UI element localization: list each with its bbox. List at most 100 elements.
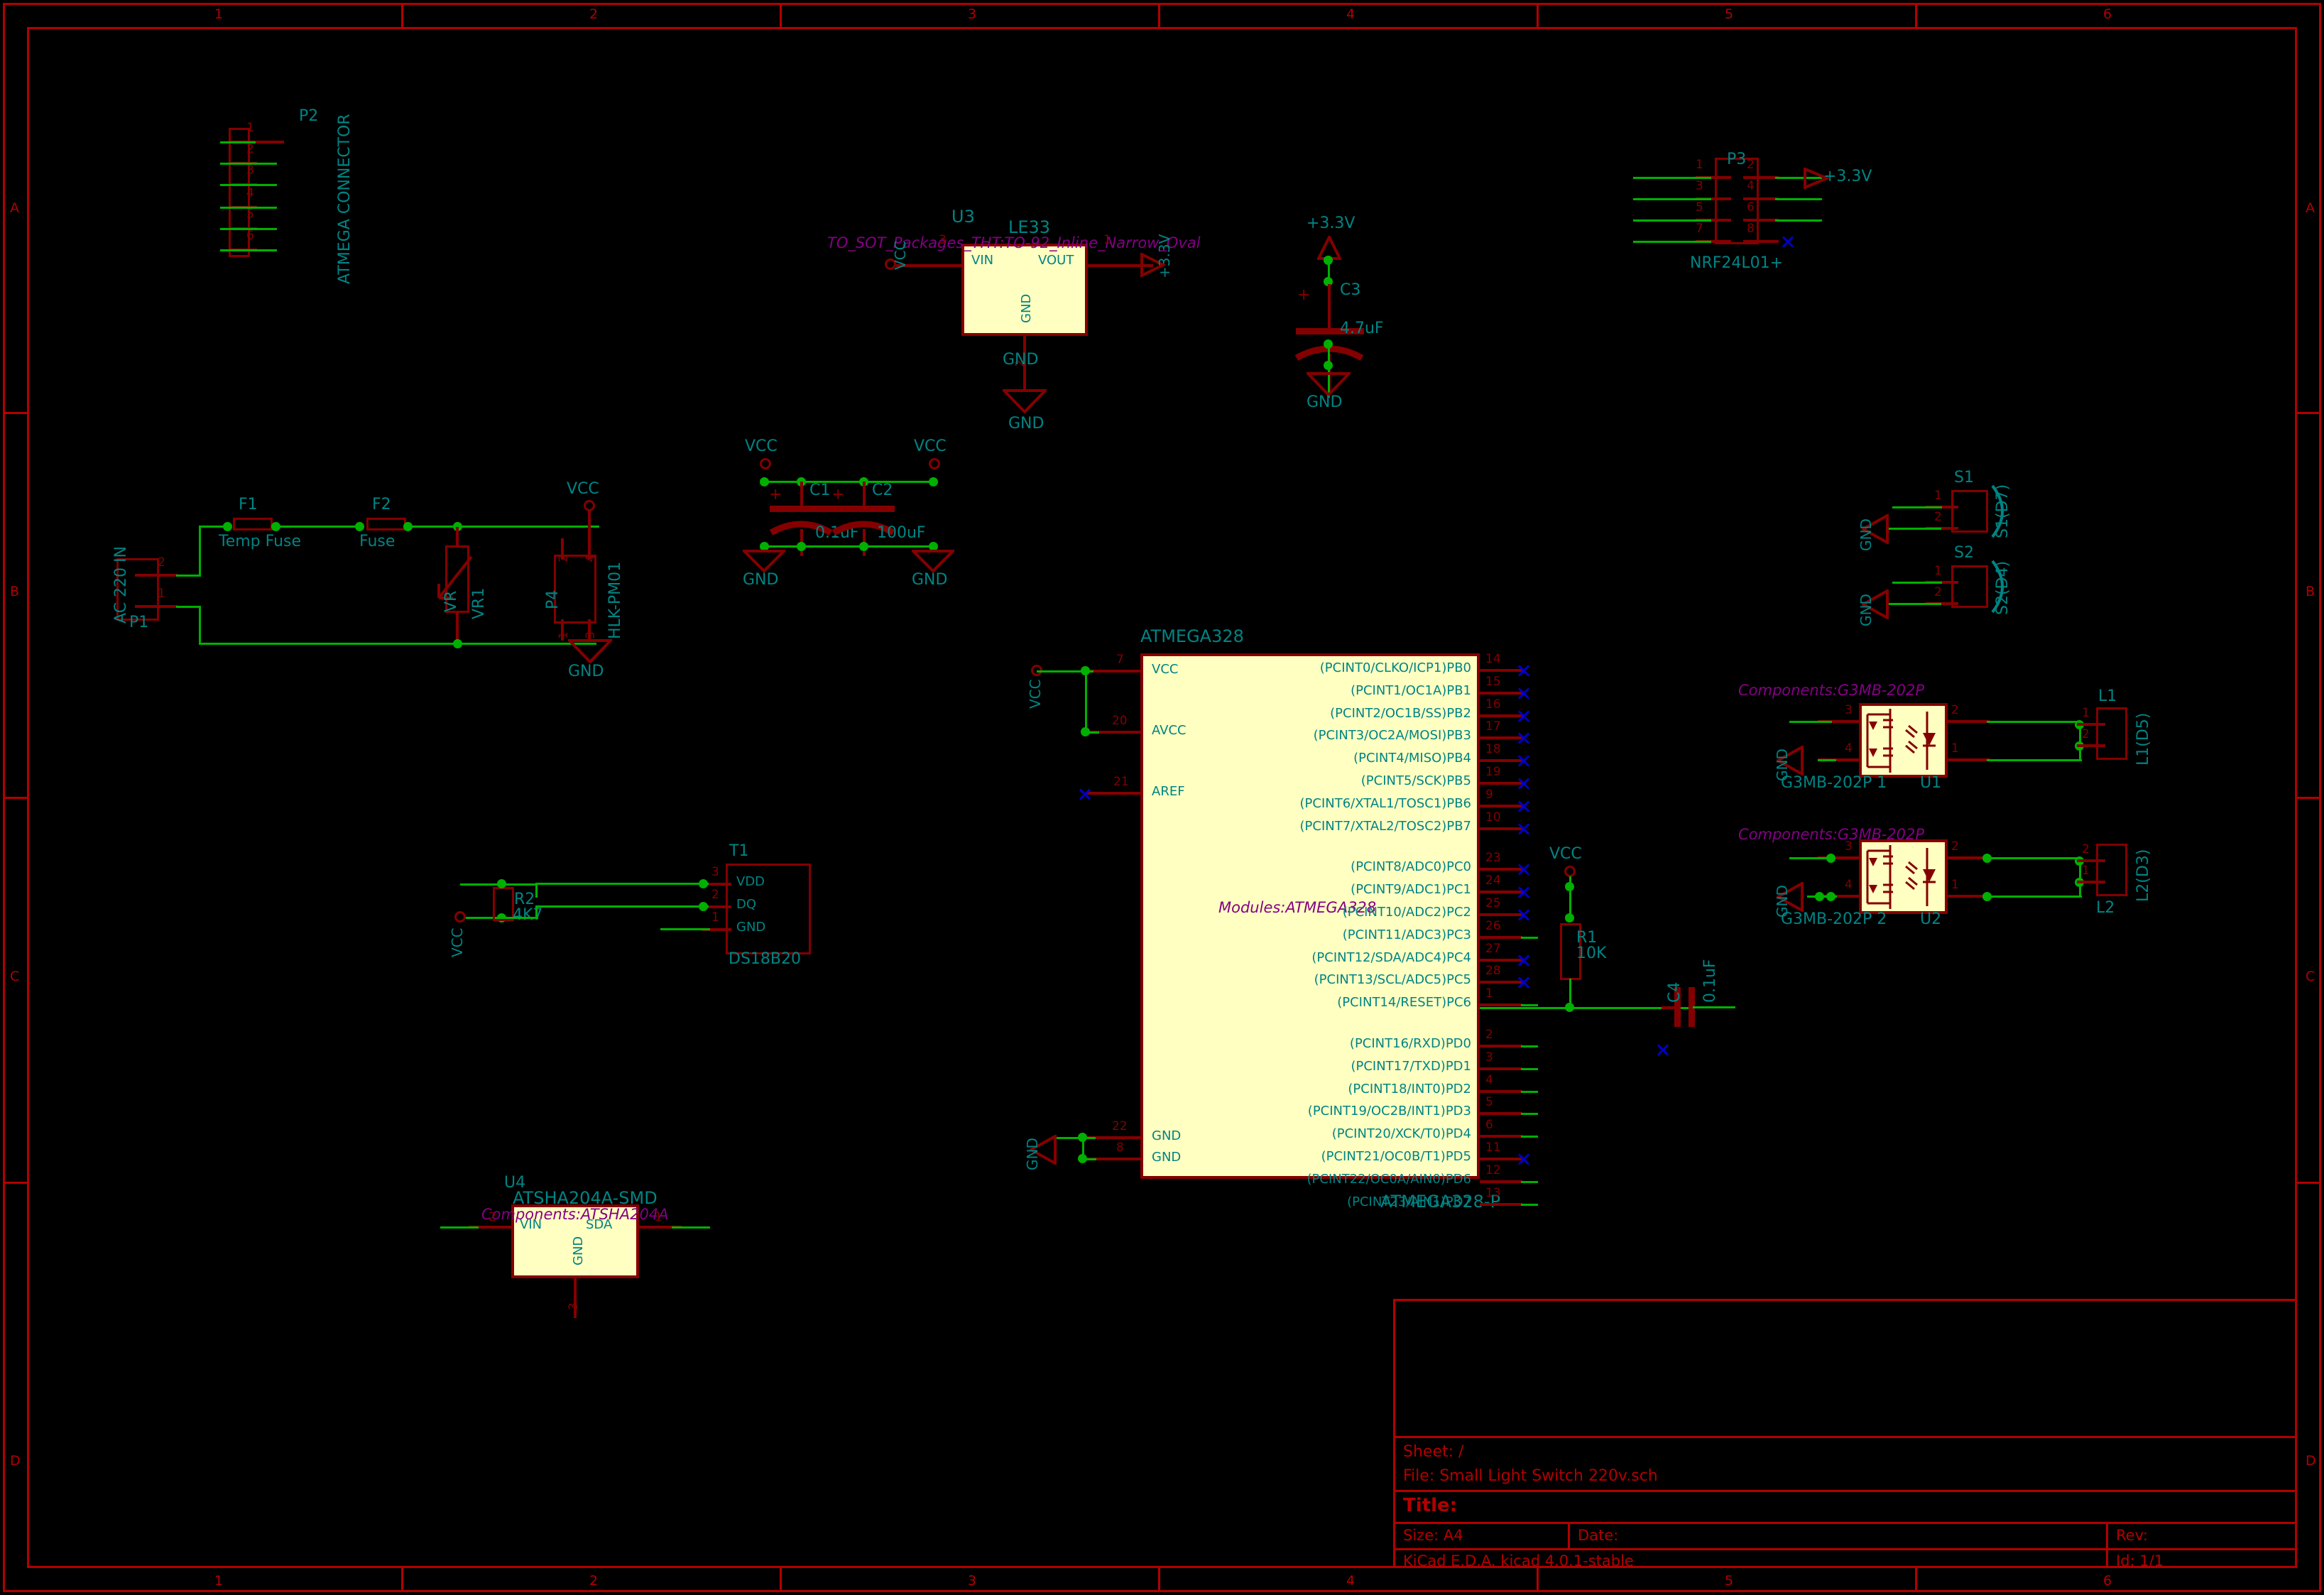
s2-pin-1[interactable]	[1926, 581, 1958, 584]
t1-pin-2[interactable]	[702, 905, 731, 908]
load-l2-body[interactable]	[2096, 844, 2127, 896]
t1-pin-1[interactable]	[702, 928, 731, 931]
t1-pin-3[interactable]	[702, 883, 731, 886]
vr1-value: VR	[442, 590, 460, 612]
c2-plate-bottom-icon	[831, 521, 895, 535]
psu-p4-body[interactable]	[554, 555, 596, 624]
u1-pinnum-4: 4	[1845, 741, 1853, 756]
atmega-leftpin-22[interactable]	[1086, 1136, 1143, 1139]
p1-pin-2[interactable]	[135, 574, 178, 577]
p4-pin-1[interactable]	[561, 619, 564, 641]
u1-pin-4[interactable]	[1818, 758, 1862, 761]
u1-pin-3[interactable]	[1818, 720, 1862, 723]
connector-p2-body[interactable]	[229, 128, 250, 257]
atmega-rightpin-14[interactable]	[1480, 669, 1522, 672]
atmega-leftpin-21[interactable]	[1086, 792, 1143, 795]
atmega-rightpin-28[interactable]	[1480, 981, 1522, 984]
s1-wire-1	[1892, 506, 1942, 508]
u4-pin-2[interactable]	[469, 1226, 514, 1229]
s2-pin-2[interactable]	[1926, 602, 1958, 605]
u2-pin-1[interactable]	[1946, 895, 1990, 898]
p3-pin-5[interactable]	[1696, 219, 1731, 222]
p3-pin-8[interactable]	[1743, 240, 1779, 243]
atmega-rightpin-18[interactable]	[1480, 759, 1522, 762]
sensor-t1-body[interactable]	[726, 864, 811, 954]
p3-pin-7[interactable]	[1696, 240, 1731, 243]
atmega-rightpin-13[interactable]	[1480, 1203, 1522, 1206]
atmega-rightpin-1[interactable]	[1480, 1003, 1522, 1006]
atmega-rightpin-24[interactable]	[1480, 891, 1522, 893]
c2-vcc-label: VCC	[914, 437, 946, 455]
mcu-atmega328-body[interactable]	[1140, 653, 1480, 1179]
u3-gnd-symbol-icon	[1003, 389, 1047, 413]
atmega-rightpin-19[interactable]	[1480, 782, 1522, 785]
atmega-rightpin-6[interactable]	[1480, 1135, 1522, 1138]
switch-s1-body[interactable]	[1951, 490, 1988, 533]
atmega-rightpin-26[interactable]	[1480, 936, 1522, 939]
p3-pin-1[interactable]	[1696, 176, 1731, 179]
atmega-rightpin-5[interactable]	[1480, 1112, 1522, 1115]
atmega-rightpin-27[interactable]	[1480, 959, 1522, 962]
junction	[929, 542, 938, 551]
fuse-f2-body[interactable]	[366, 518, 406, 530]
frame-row-b: B	[10, 584, 20, 599]
atmega-rightpin-17[interactable]	[1480, 736, 1522, 739]
atmega-pin-3-wire	[1521, 1068, 1538, 1070]
p4-pin-2[interactable]	[561, 538, 564, 560]
p3-pin-3[interactable]	[1696, 197, 1731, 200]
p4-pin-4[interactable]	[588, 538, 591, 560]
atmega-rightpinname-17: (PCINT3/OC2A/MOSI)PB3	[1313, 728, 1471, 743]
u2-pin-4[interactable]	[1818, 895, 1862, 898]
titleblock-id: Id: 1/1	[2116, 1552, 2164, 1569]
atmega-rightpin-16[interactable]	[1480, 714, 1522, 717]
atmega-rightpinnum-18: 18	[1485, 742, 1501, 756]
atmega-leftpin-20[interactable]	[1086, 731, 1143, 734]
load-l1-body[interactable]	[2096, 707, 2127, 760]
atmega-rightpin-2[interactable]	[1480, 1045, 1522, 1047]
l1-pin-2[interactable]	[2077, 744, 2105, 747]
u4-pin-1[interactable]	[636, 1226, 682, 1229]
u4-value: ATSHA204A-SMD	[513, 1188, 658, 1208]
p3-pin-2[interactable]	[1743, 176, 1779, 179]
atmega-rightpin-11[interactable]	[1480, 1158, 1522, 1160]
junction	[1081, 727, 1090, 736]
connector-p3-body[interactable]	[1715, 158, 1759, 244]
p1-wire-1-v	[199, 606, 201, 645]
p3-pin-4[interactable]	[1743, 197, 1779, 200]
atmega-rightpin-4[interactable]	[1480, 1090, 1522, 1093]
u2-pin-2[interactable]	[1946, 856, 1990, 859]
s1-pin-2[interactable]	[1926, 527, 1958, 530]
p1-pin-1[interactable]	[135, 605, 178, 608]
atmega-rightpin-12[interactable]	[1480, 1180, 1522, 1183]
l2-pin-2[interactable]	[2077, 859, 2105, 862]
p2-pinnum-5: 5	[246, 207, 254, 222]
r1-value: 10K	[1576, 945, 1607, 962]
titleblock-date: Date:	[1578, 1527, 1619, 1544]
u1-pin-2[interactable]	[1946, 720, 1990, 723]
atmega-rightpin-3[interactable]	[1480, 1067, 1522, 1070]
atmega-leftpin-7[interactable]	[1086, 670, 1143, 673]
l1-pinnum-1: 1	[2082, 706, 2090, 720]
u1-pin-1[interactable]	[1946, 758, 1990, 761]
l2-pin-1[interactable]	[2077, 881, 2105, 883]
connector-p1-body[interactable]	[116, 558, 159, 621]
l1-pin-1[interactable]	[2077, 723, 2105, 726]
p3-pinnum-2: 2	[1747, 158, 1755, 172]
p4-pin-3[interactable]	[588, 619, 591, 641]
atmega-leftpin-8[interactable]	[1086, 1158, 1143, 1160]
resistor-r2-body[interactable]	[493, 887, 514, 921]
c2-vcc-symbol	[929, 458, 940, 469]
atmega-rightpin-9[interactable]	[1480, 805, 1522, 807]
s2-wire-2	[1889, 603, 1941, 605]
atmega-rightpin-23[interactable]	[1480, 868, 1522, 871]
u2-pin-3[interactable]	[1818, 856, 1862, 859]
atmega-rightpin-15[interactable]	[1480, 692, 1522, 695]
u4-pin-3[interactable]	[574, 1277, 577, 1318]
fuse-f1-body[interactable]	[233, 518, 273, 530]
atmega-rightpin-25[interactable]	[1480, 913, 1522, 916]
p3-pin-6[interactable]	[1743, 219, 1779, 222]
s1-pin-1[interactable]	[1926, 506, 1958, 508]
atmega-rightpin-10[interactable]	[1480, 827, 1522, 830]
switch-s2-body[interactable]	[1951, 565, 1988, 608]
